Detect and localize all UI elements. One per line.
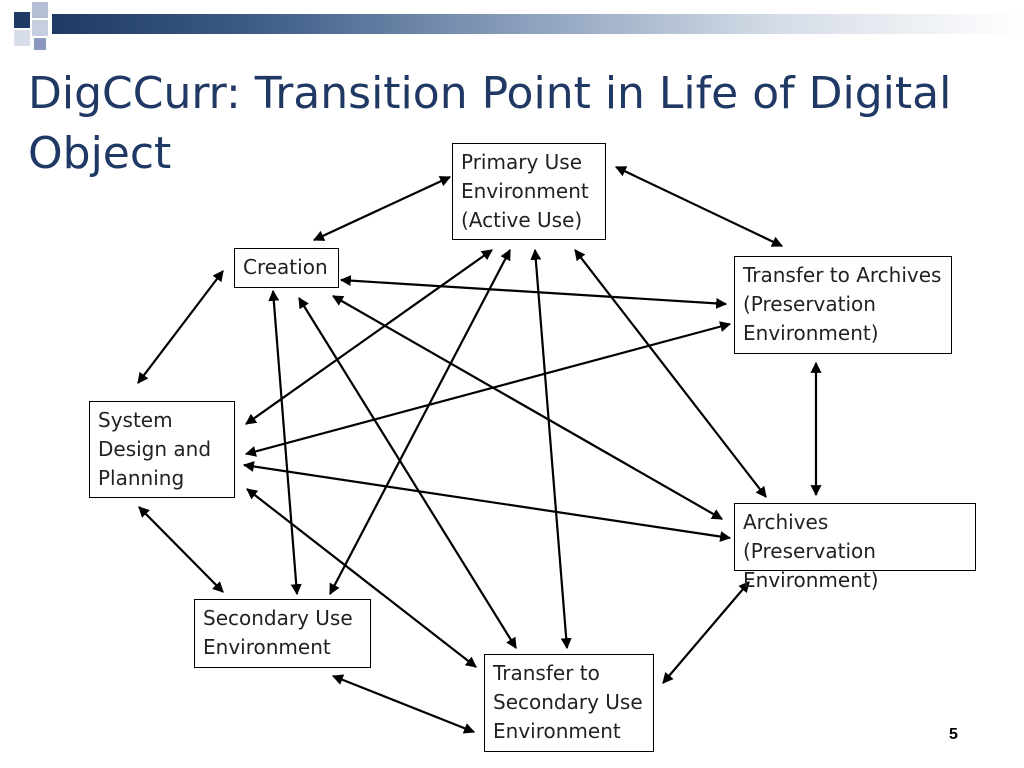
node-archives: Archives (Preservation Environment) — [734, 503, 976, 592]
header-decoration — [0, 0, 1024, 52]
node-transfer-to-secondary: Transfer to Secondary Use Environment — [484, 654, 654, 752]
arrow-creation-to-archives — [332, 295, 723, 520]
node-system-design: System Design and Planning — [89, 401, 235, 498]
arrow-transfer-archives-to-system-design — [244, 321, 732, 457]
deco-square-light — [14, 30, 30, 46]
deco-square-light — [32, 2, 48, 18]
arrow-creation-to-system-design — [137, 270, 224, 384]
deco-square-dark — [14, 12, 30, 28]
node-primary-use: Primary Use Environment (Active Use) — [452, 143, 606, 240]
arrow-system-design-to-transfer-secondary — [246, 488, 477, 668]
arrow-transfer-secondary-to-archives — [662, 581, 750, 684]
arrow-primary-use-to-transfer-secondary — [530, 248, 572, 650]
slide-title: DigCCurr: Transition Point in Life of Di… — [28, 68, 952, 179]
arrow-creation-to-primary-use — [313, 176, 451, 241]
arrow-creation-to-transfer-secondary — [298, 297, 517, 649]
arrow-system-design-to-secondary-use — [138, 506, 224, 593]
arrow-system-design-to-archives — [242, 461, 732, 542]
node-transfer-to-archives: Transfer to Archives (Preservation Envir… — [734, 256, 952, 354]
node-creation: Creation — [234, 248, 339, 288]
node-secondary-use: Secondary Use Environment — [194, 599, 371, 668]
deco-square-mid — [34, 38, 46, 50]
deco-square-light — [32, 20, 48, 36]
arrow-primary-use-to-transfer-archives — [615, 166, 783, 247]
page-number: 5 — [949, 726, 958, 743]
arrow-creation-to-transfer-archives — [339, 275, 728, 309]
header-gradient-bar — [52, 14, 1024, 34]
arrow-secondary-use-to-transfer-secondary — [331, 674, 476, 734]
